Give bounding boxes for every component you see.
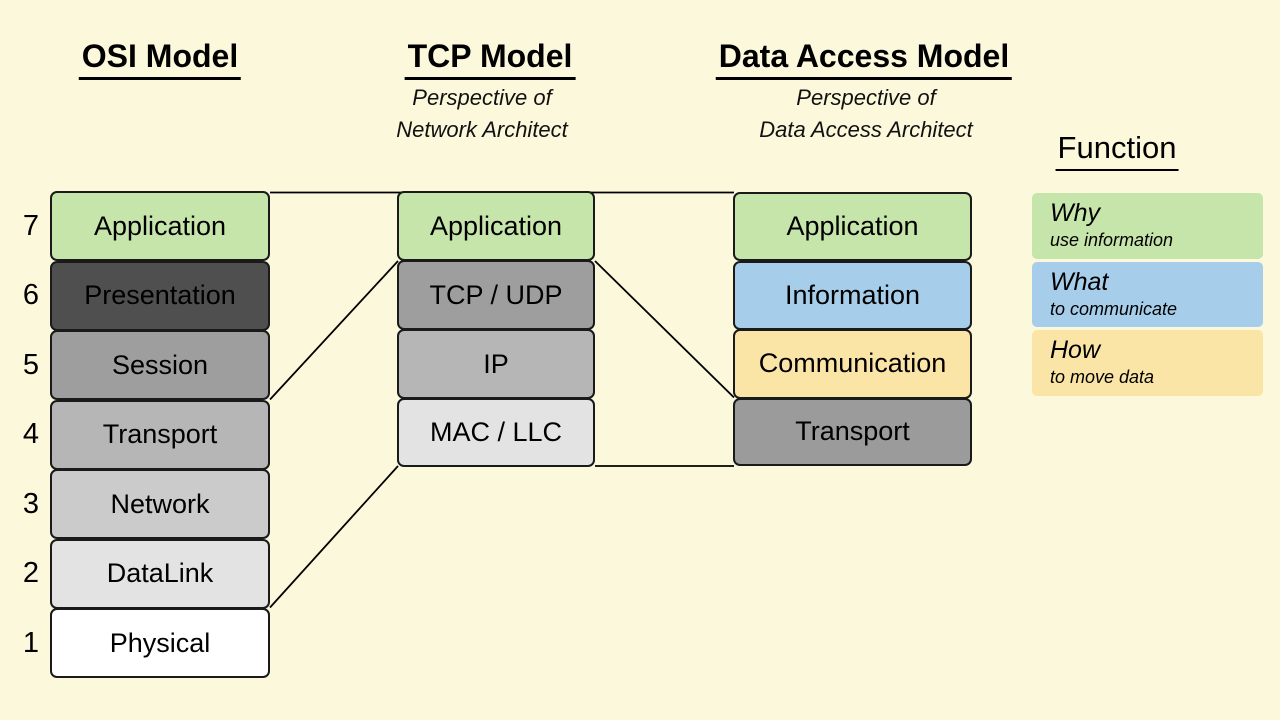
tcp-layer-application: Application	[397, 191, 595, 261]
data-access-layer-application-label: Application	[786, 211, 919, 241]
legend-how-subtitle: to move data	[1050, 367, 1155, 387]
tcp-layer-mac-llc-label: MAC / LLC	[429, 417, 563, 447]
legend-why-title: Why	[1050, 199, 1100, 227]
osi-layer-application: Application	[50, 191, 270, 261]
tcp-subtitle-line1: Perspective of	[412, 85, 552, 110]
data-access-layer-transport: Transport	[733, 397, 972, 466]
legend-item-what: What to communicate	[1032, 261, 1263, 327]
osi-layer-number-5: 5	[22, 349, 40, 381]
data-access-subtitle-line1: Perspective of	[796, 85, 936, 110]
data-access-model-title: Data Access Model	[715, 38, 1013, 80]
data-access-subtitle-line2: Data Access Architect	[759, 117, 973, 142]
tcp-layer-tcp-udp-label: TCP / UDP	[429, 279, 563, 310]
data-access-layer-application: Application	[733, 192, 972, 261]
data-access-layer-communication: Communication	[733, 329, 972, 399]
legend-item-why: Why use information	[1032, 193, 1263, 259]
function-title: Function	[1055, 130, 1179, 171]
osi-layer-transport-label: Transport	[102, 419, 218, 449]
data-access-layer-communication-label: Communication	[758, 348, 947, 379]
legend-item-how: How to move data	[1032, 330, 1263, 396]
data-access-layer-information: Information	[733, 260, 972, 330]
connector-datalink-to-macllc-line	[269, 465, 399, 609]
legend-what-subtitle: to communicate	[1050, 298, 1178, 319]
tcp-subtitle-line2: Network Architect	[396, 117, 568, 142]
osi-layer-physical-label: Physical	[109, 627, 211, 658]
data-access-model-subtitle: Perspective of Data Access Architect	[759, 82, 973, 146]
osi-layer-datalink-label: DataLink	[106, 558, 214, 588]
tcp-layer-ip-label: IP	[483, 348, 509, 379]
legend-how-title: How	[1050, 336, 1101, 364]
tcp-layer-tcp-udp: TCP / UDP	[397, 260, 595, 330]
osi-layer-network-label: Network	[110, 488, 210, 519]
connector-tcpudp-to-transport-line	[594, 260, 735, 399]
connector-session-to-tcpudp-line	[269, 260, 399, 401]
osi-model-title: OSI Model	[78, 38, 242, 80]
osi-layer-physical: Physical	[50, 608, 270, 678]
osi-layer-network: Network	[50, 469, 270, 539]
tcp-layer-ip: IP	[397, 329, 595, 399]
osi-layer-number-3: 3	[22, 488, 40, 520]
osi-layer-transport: Transport	[50, 399, 270, 470]
osi-layer-number-1: 1	[22, 627, 40, 659]
osi-layer-datalink: DataLink	[50, 538, 270, 609]
osi-layer-number-4: 4	[22, 418, 40, 450]
osi-layer-number-6: 6	[22, 279, 40, 311]
osi-layer-presentation-label: Presentation	[84, 280, 236, 310]
legend-what-title: What	[1050, 267, 1109, 296]
data-access-layer-transport-label: Transport	[795, 416, 910, 447]
tcp-model-subtitle: Perspective of Network Architect	[396, 82, 568, 146]
osi-layer-session-label: Session	[111, 349, 209, 380]
osi-layer-presentation: Presentation	[50, 260, 270, 331]
legend-why-subtitle: use information	[1050, 230, 1174, 250]
osi-layer-session: Session	[50, 330, 270, 400]
tcp-layer-application-label: Application	[429, 210, 563, 241]
tcp-model-title: TCP Model	[404, 38, 576, 80]
osi-layer-number-2: 2	[22, 557, 40, 589]
data-access-layer-information-label: Information	[784, 279, 921, 310]
tcp-layer-mac-llc: MAC / LLC	[397, 398, 595, 467]
osi-layer-application-label: Application	[93, 210, 227, 241]
osi-layer-number-7: 7	[22, 210, 40, 242]
